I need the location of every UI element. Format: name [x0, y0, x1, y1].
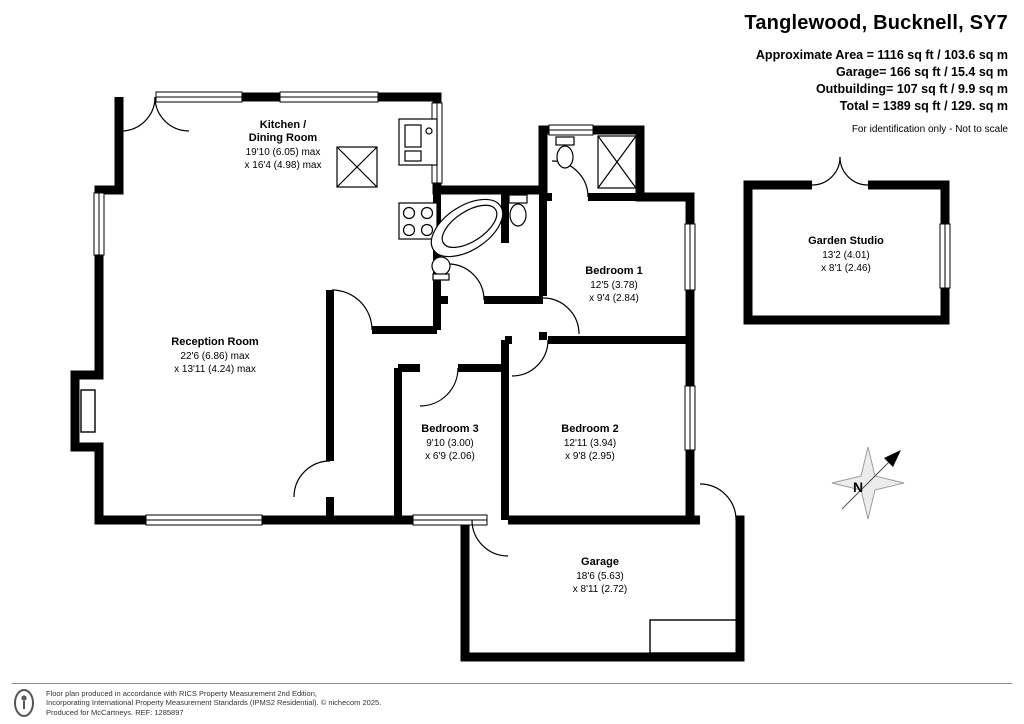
room-dim-line: x 16'4 (4.98) max [245, 160, 322, 171]
garage-door-arc [471, 519, 509, 557]
studio-double-door-arc [839, 156, 869, 186]
room-name-line: Garage [581, 556, 619, 568]
chimney-breast [80, 389, 96, 433]
window [93, 192, 105, 256]
room-name-line: Bedroom 3 [421, 423, 478, 435]
room-dim-line: x 9'4 (2.84) [589, 293, 639, 304]
header: Tanglewood, Bucknell, SY7 Approximate Ar… [744, 12, 1008, 135]
toilet-fixture [508, 194, 528, 227]
area-total: Total = 1389 sq ft / 129. sq m [839, 99, 1008, 113]
room-dim-line: x 8'11 (2.72) [573, 584, 628, 595]
room-label-bedroom1: Bedroom 1 12'5 (3.78) x 9'4 (2.84) [585, 265, 642, 304]
door-arcs [120, 96, 869, 557]
entry-door-arc [154, 96, 190, 132]
kitchen-sink-fixture [398, 118, 438, 166]
north-arrow-icon [884, 450, 901, 467]
entry-door-arc [120, 96, 156, 132]
garage-side-door-arc [699, 483, 737, 521]
window [412, 514, 488, 526]
bathroom-sink-fixture [431, 256, 451, 281]
nichecom-logo-icon [14, 689, 34, 717]
studio-double-door-arc [811, 156, 841, 186]
bathroom-door-arc [447, 263, 485, 301]
area-outbuilding: Outbuilding= 107 sq ft / 9.9 sq m [815, 82, 1008, 96]
room-label-garage: Garage 18'6 (5.63) x 8'11 (2.72) [573, 556, 628, 595]
footer-line2: Incorporating International Property Mea… [46, 698, 382, 708]
room-dim-line: 9'10 (3.00) [426, 438, 474, 449]
room-label-garden-studio: Garden Studio 13'2 (4.01) x 8'1 (2.46) [808, 235, 884, 274]
room-dim-line: 19'10 (6.05) max [246, 147, 321, 158]
room-dim-line: 13'2 (4.01) [822, 250, 870, 261]
room-label-bedroom3: Bedroom 3 9'10 (3.00) x 6'9 (2.06) [421, 423, 478, 462]
fixtures [80, 118, 738, 654]
toilet-fixture [555, 136, 575, 169]
room-dim-line: 12'5 (3.78) [590, 280, 638, 291]
room-label-kitchen: Kitchen / Dining Room 19'10 (6.05) max x… [245, 119, 322, 171]
room-label-reception: Reception Room 22'6 (6.86) max x 13'11 (… [171, 336, 259, 375]
windows [93, 91, 951, 526]
kitchen-door-arc [331, 289, 373, 331]
room-dim-line: 22'6 (6.86) max [180, 351, 249, 362]
room-name-line: Bedroom 2 [561, 423, 618, 435]
bedroom1-door-arc [542, 297, 580, 335]
property-title: Tanglewood, Bucknell, SY7 [744, 12, 1008, 34]
room-name-line: Garden Studio [808, 235, 884, 247]
window [155, 91, 243, 103]
room-dim-line: x 13'11 (4.24) max [174, 364, 256, 375]
room-name-line: Bedroom 1 [585, 265, 642, 277]
room-name-line: Kitchen / [260, 119, 306, 131]
window [145, 514, 263, 526]
footer-line1: Floor plan produced in accordance with R… [46, 688, 317, 698]
exterior-walls [70, 92, 950, 662]
room-name-line: Dining Room [249, 132, 318, 144]
bedroom2-door-arc [511, 339, 549, 377]
room-dim-line: x 6'9 (2.06) [425, 451, 475, 462]
room-label-bedroom2: Bedroom 2 12'11 (3.94) x 9'8 (2.95) [561, 423, 618, 462]
area-garage: Garage= 166 sq ft / 15.4 sq m [836, 65, 1008, 79]
room-dim-line: x 9'8 (2.95) [565, 451, 615, 462]
room-dim-line: x 8'1 (2.46) [821, 263, 871, 274]
window [684, 223, 696, 291]
bedroom3-door-arc [419, 367, 459, 407]
window [548, 124, 594, 136]
interior-walls [326, 190, 690, 520]
room-dim-line: 18'6 (5.63) [576, 571, 624, 582]
room-name-line: Reception Room [171, 336, 259, 348]
disclaimer-text: For identification only - Not to scale [851, 124, 1008, 135]
area-approximate: Approximate Area = 1116 sq ft / 103.6 sq… [755, 48, 1008, 62]
footer-line3: Produced for McCartneys. REF: 1285897 [46, 707, 184, 717]
footer-text: Floor plan produced in accordance with R… [46, 689, 381, 718]
window [279, 91, 379, 103]
garden-studio-walls [743, 180, 950, 325]
window [939, 223, 951, 289]
bath-fixture [430, 198, 504, 258]
kitchen-island-fixture [336, 146, 378, 188]
window [684, 385, 696, 451]
footer: Floor plan produced in accordance with R… [12, 683, 1012, 718]
garage-door-panel [649, 619, 738, 654]
room-dim-line: 12'11 (3.94) [564, 438, 616, 449]
shower-fixture [597, 135, 637, 189]
compass-rose: N [831, 446, 905, 520]
stove-fixture [398, 202, 438, 240]
compass-north-label: N [853, 479, 863, 495]
reception-door-arc [293, 460, 331, 498]
